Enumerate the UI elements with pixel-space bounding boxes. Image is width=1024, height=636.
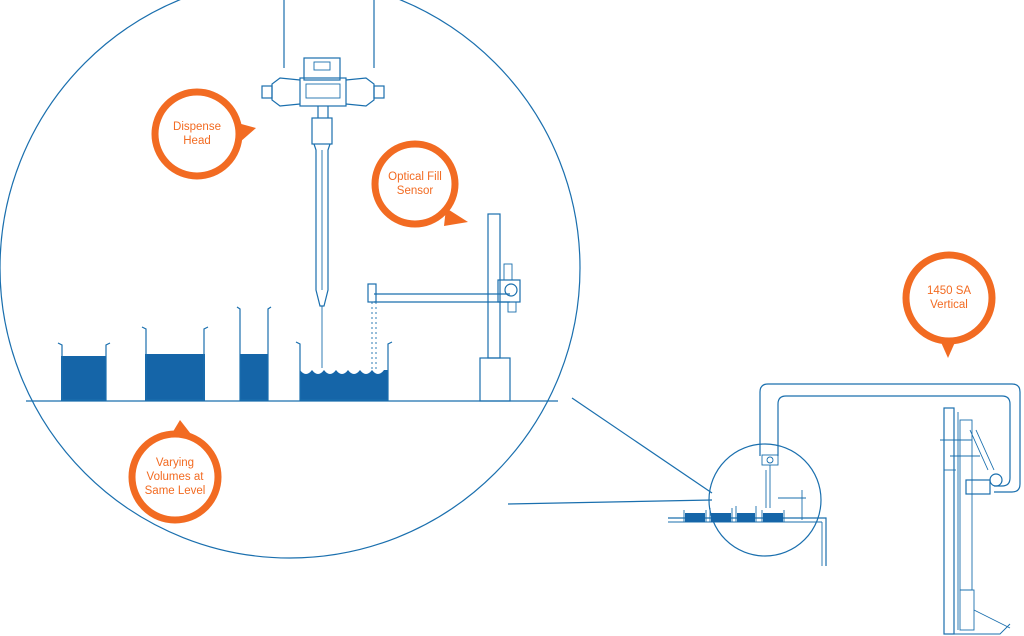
overview: [668, 383, 1021, 635]
zoom-line-upper: [571, 397, 713, 494]
magnified-view: [0, 0, 581, 559]
detail-circle: [708, 443, 822, 557]
label-optical-fill-sensor: Optical Fill Sensor: [388, 171, 442, 197]
beaker-2: [141, 326, 209, 401]
optical-sensor-stand: [367, 213, 521, 402]
label-dispense-head: Dispense Head: [173, 121, 221, 147]
beaker-4-filling: [295, 341, 393, 401]
label-1450-sa-vertical: 1450 SA Vertical: [926, 285, 972, 311]
dispense-head: [261, 57, 385, 368]
beaker-3: [236, 306, 272, 401]
magnifier-circle: [0, 0, 581, 559]
callout-optical-sensor-bubble: [371, 140, 468, 228]
callout-dispense-head-bubble: [151, 88, 256, 180]
callout-1450-bubble: [902, 251, 996, 358]
zoom-line-lower: [507, 499, 713, 505]
beaker-1: [57, 342, 111, 401]
label-varying-volumes: Varying Volumes at Same Level: [144, 457, 206, 497]
callout-varying-volumes-bubble: [128, 420, 222, 524]
